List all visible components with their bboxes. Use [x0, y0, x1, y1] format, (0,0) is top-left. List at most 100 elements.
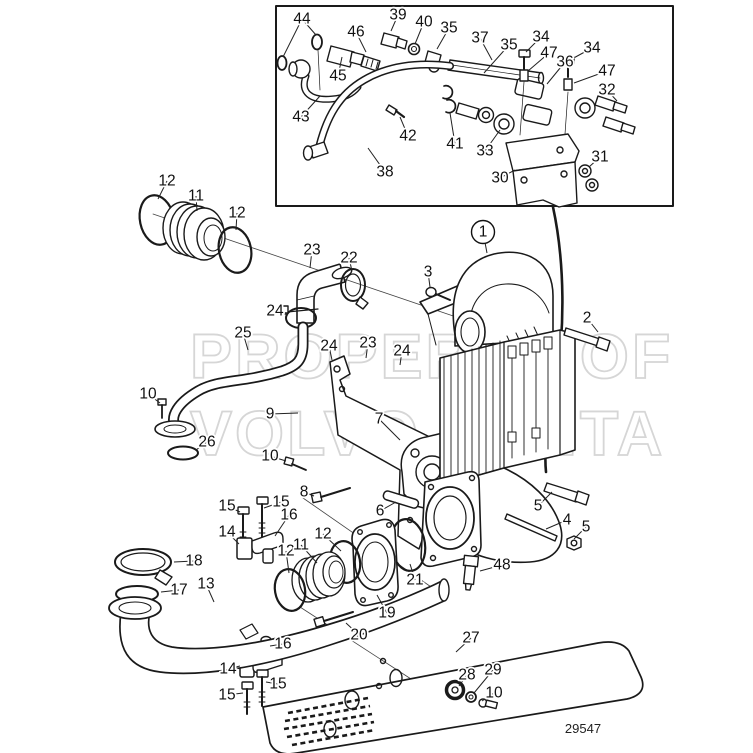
leader-line-14 — [226, 531, 240, 545]
leader-line-24 — [328, 345, 333, 361]
callout-11: 11 — [188, 188, 204, 205]
drawing-number: 29547 — [565, 721, 601, 736]
callout-46: 46 — [347, 24, 364, 41]
callout-31: 31 — [591, 149, 608, 166]
leader-line-41 — [449, 112, 456, 145]
callout-20: 20 — [350, 627, 368, 644]
line-art — [108, 5, 674, 753]
leader-line-20 — [345, 622, 360, 636]
leader-line-27 — [455, 637, 472, 653]
leader-line-42 — [399, 116, 409, 137]
callout-36: 36 — [556, 54, 573, 71]
leader-line-11 — [300, 544, 318, 564]
callout-24: 24 — [320, 338, 338, 355]
leader-line-18 — [173, 560, 195, 563]
part-12-oring-low-left-art — [273, 568, 307, 612]
part-31-screws-art — [578, 164, 599, 192]
leader-line-17 — [160, 589, 180, 593]
leader-line-25 — [242, 332, 249, 351]
callout-43: 43 — [292, 109, 309, 126]
callout-35: 35 — [500, 37, 517, 54]
part-28-grommet-art — [444, 679, 466, 701]
callout-15: 15 — [218, 687, 235, 704]
leader-line-24 — [274, 310, 289, 316]
leader-line-46 — [355, 31, 367, 53]
callout-42: 42 — [399, 128, 416, 145]
part-4-stud-art — [504, 513, 558, 542]
callout-45: 45 — [329, 68, 346, 85]
callout-10: 10 — [261, 448, 279, 465]
part-19-flange-art — [351, 518, 399, 607]
callout-circle-1 — [470, 219, 496, 245]
leader-line-15 — [226, 505, 241, 513]
leader-line-39 — [390, 14, 399, 32]
callout-14: 14 — [218, 524, 236, 541]
part-45-46-fitting-art — [326, 45, 381, 72]
callout-30: 30 — [491, 170, 509, 187]
callout-15: 15 — [269, 676, 286, 693]
callout-23: 23 — [359, 335, 376, 352]
leader-line-28 — [458, 674, 468, 687]
leader-line-23 — [309, 249, 313, 269]
callout-19: 19 — [378, 605, 395, 622]
leader-line-9 — [269, 412, 299, 415]
leader-line-44 — [282, 18, 303, 58]
leader-line-48 — [479, 564, 503, 572]
part-5-bolt-art — [543, 482, 590, 506]
callout-38: 38 — [376, 164, 393, 181]
callout-37: 37 — [471, 30, 488, 47]
part-11-bellows-low-art — [291, 551, 346, 603]
callout-9: 9 — [266, 406, 275, 423]
leader-line-34 — [525, 36, 542, 53]
leader-line-4 — [545, 519, 568, 530]
part-10-screw-bottom-art — [478, 698, 499, 710]
part-1-intercooler-art — [419, 205, 576, 568]
leader-line-2 — [586, 317, 599, 333]
part-40-oring-art — [407, 42, 421, 56]
callout-7: 7 — [375, 411, 384, 428]
part-18-clamp-art — [114, 548, 173, 586]
callout-26: 26 — [198, 434, 215, 451]
leader-line-11 — [195, 195, 198, 212]
part-11-bellows-top-art — [162, 201, 226, 261]
callout-10: 10 — [485, 685, 503, 702]
leader-line-12 — [157, 180, 168, 200]
leader-line-40 — [414, 21, 425, 45]
leader-line-10 — [269, 455, 287, 462]
callout-39: 39 — [389, 7, 406, 24]
leader-line-3 — [427, 271, 431, 288]
callout-48: 48 — [493, 557, 510, 574]
callout-12: 12 — [277, 543, 294, 560]
leader-line-47 — [527, 52, 550, 72]
leader-line-10 — [481, 692, 495, 702]
callout-17: 17 — [170, 582, 187, 599]
part-41-clips-art — [442, 84, 457, 114]
callout-23: 23 — [303, 242, 320, 259]
part-42-bolt-art — [385, 104, 406, 119]
callout-29: 29 — [484, 662, 501, 679]
callout-3: 3 — [424, 264, 433, 281]
leader-line-15 — [263, 501, 282, 509]
callout-27: 27 — [462, 630, 479, 647]
leader-line-43 — [300, 95, 321, 118]
callout-40: 40 — [415, 14, 433, 31]
callout-12: 12 — [314, 526, 331, 543]
leader-line-23 — [365, 342, 369, 359]
leader-line-5 — [537, 491, 553, 507]
leader-line-44 — [301, 18, 317, 36]
leader-line-34 — [569, 47, 593, 61]
callout-22: 22 — [340, 250, 357, 267]
callout-2: 2 — [583, 310, 592, 327]
part-33-36-valve-assembly-art — [455, 77, 596, 149]
callout-32: 32 — [598, 82, 615, 99]
callout-4: 4 — [563, 512, 572, 529]
part-5-nut-art — [566, 535, 582, 551]
callout-1: 1 — [479, 224, 488, 241]
part-32-fittings-art — [594, 95, 636, 135]
leader-line-16 — [274, 514, 290, 537]
callout-44: 44 — [293, 11, 311, 28]
leader-line-26 — [195, 441, 208, 451]
callout-16: 16 — [274, 636, 291, 653]
callout-12: 12 — [158, 173, 175, 190]
